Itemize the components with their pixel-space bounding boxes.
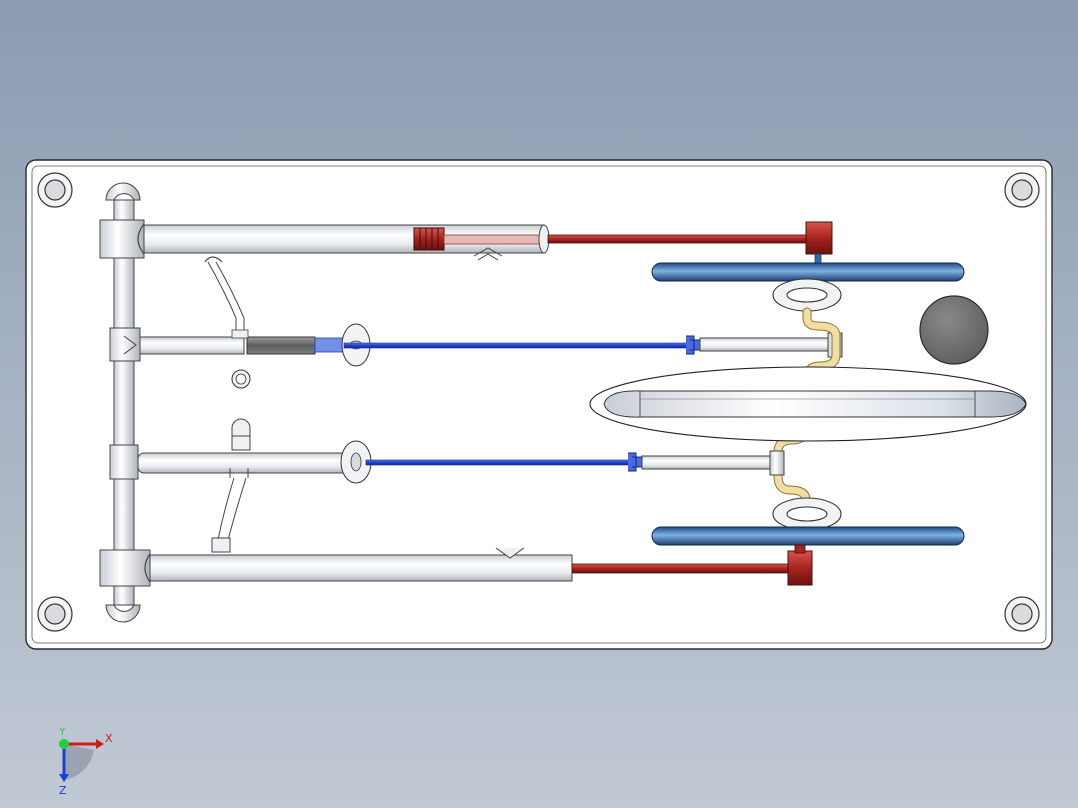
bottom-blue-ring[interactable]: [651, 526, 965, 546]
third-row-assembly[interactable]: [109, 440, 372, 553]
second-row-assembly[interactable]: [109, 323, 371, 367]
z-axis-label: Z: [59, 784, 67, 797]
bottom-horizontal-pipe[interactable]: [99, 547, 573, 587]
third-white-rod[interactable]: [641, 450, 785, 476]
top-horizontal-pipe[interactable]: [99, 219, 550, 261]
y-axis-point: [59, 739, 69, 749]
second-blue-rod[interactable]: [343, 335, 701, 355]
top-torus-fitting[interactable]: [772, 278, 842, 312]
small-ring-fitting[interactable]: [231, 369, 251, 389]
y-axis-label: Y: [58, 728, 66, 738]
small-elbow-fitting-upper[interactable]: [204, 256, 249, 339]
x-axis-label: X: [105, 732, 113, 745]
threaded-fitting[interactable]: [413, 227, 541, 251]
top-red-connecting-rod[interactable]: [547, 221, 833, 267]
elliptical-tank[interactable]: [589, 366, 1027, 442]
third-blue-rod[interactable]: [365, 452, 643, 472]
mounting-hole-bottom-right[interactable]: [1004, 596, 1040, 632]
coordinate-triad: X Y Z: [58, 728, 113, 797]
mounting-hole-top-right[interactable]: [1004, 172, 1040, 208]
round-sensor[interactable]: [919, 295, 989, 365]
small-u-fitting[interactable]: [231, 418, 251, 451]
bottom-torus-fitting[interactable]: [772, 497, 842, 531]
mounting-hole-bottom-left[interactable]: [37, 596, 73, 632]
bottom-red-connecting-rod[interactable]: [571, 544, 813, 586]
top-blue-ring[interactable]: [651, 262, 965, 282]
vertical-manifold-pipe[interactable]: [105, 182, 141, 623]
mounting-hole-top-left[interactable]: [37, 172, 73, 208]
